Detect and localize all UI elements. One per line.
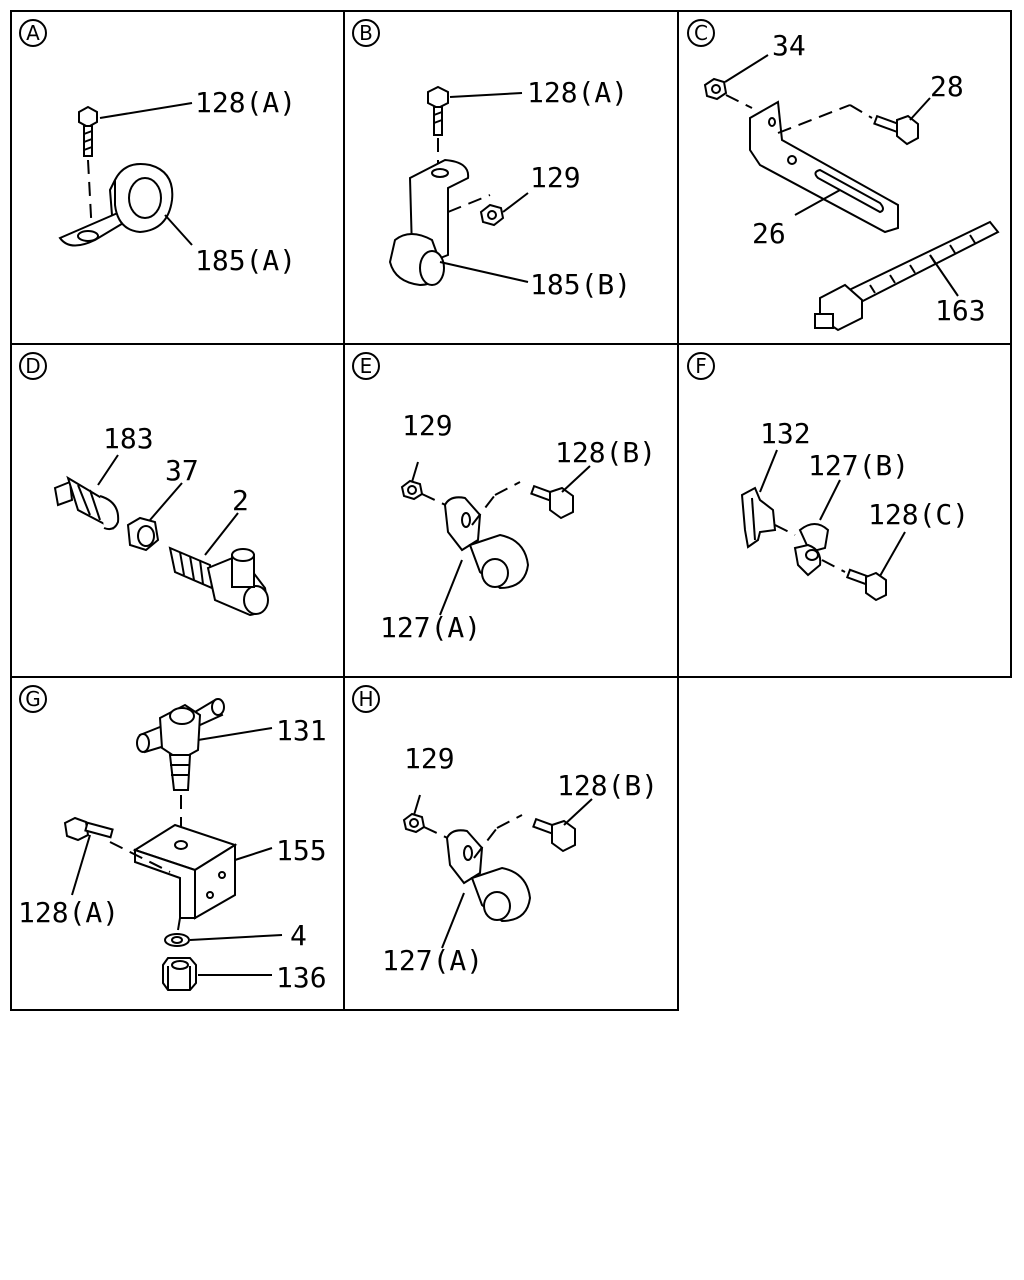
label-26: 26 bbox=[752, 217, 786, 250]
label-127a: 127(A) bbox=[382, 944, 483, 977]
label-128b: 128(B) bbox=[557, 769, 658, 802]
label-136: 136 bbox=[276, 961, 327, 994]
label-2: 2 bbox=[232, 484, 249, 517]
label-132: 132 bbox=[760, 417, 811, 450]
panel-h-id: H bbox=[358, 687, 373, 711]
label-28: 28 bbox=[930, 70, 964, 103]
nut-129-drawing bbox=[479, 203, 505, 227]
label-129: 129 bbox=[530, 161, 581, 194]
nut-129-drawing bbox=[402, 812, 426, 834]
clamp-185a-drawing bbox=[58, 163, 174, 247]
panel-f-marker: F bbox=[687, 352, 715, 380]
label-185b: 185(B) bbox=[530, 268, 631, 301]
clamp-127b-drawing bbox=[793, 523, 830, 577]
label-127a: 127(A) bbox=[380, 611, 481, 644]
label-128a: 128(A) bbox=[18, 896, 119, 929]
panel-h: H 129 128(B) 127(A) bbox=[352, 685, 658, 977]
nut-136-drawing bbox=[162, 957, 197, 991]
label-37: 37 bbox=[165, 454, 199, 487]
panel-d-id: D bbox=[25, 354, 40, 378]
tee-fitting-131-drawing bbox=[136, 698, 225, 791]
label-129: 129 bbox=[402, 409, 453, 442]
bracket-155-drawing bbox=[132, 823, 238, 920]
label-128a: 128(A) bbox=[527, 76, 628, 109]
bolt-128b-drawing bbox=[532, 817, 576, 853]
panel-c-marker: C bbox=[687, 19, 715, 47]
panel-b-id: B bbox=[359, 21, 373, 45]
panel-g-marker: G bbox=[19, 685, 47, 713]
panel-h-marker: H bbox=[352, 685, 380, 713]
panel-g: G bbox=[18, 685, 327, 994]
panel-e: E 129 128(B) 127(A) bbox=[352, 352, 656, 644]
bolt-128a-drawing bbox=[427, 85, 449, 136]
label-4: 4 bbox=[290, 919, 307, 952]
nut-34-drawing bbox=[703, 77, 728, 101]
panel-grid bbox=[10, 10, 1012, 1011]
panel-e-id: E bbox=[360, 354, 373, 378]
clamp-127a-drawing bbox=[445, 829, 532, 923]
fitting-183-drawing bbox=[53, 475, 120, 531]
label-128b: 128(B) bbox=[555, 436, 656, 469]
panel-d-marker: D bbox=[19, 352, 47, 380]
bolt-128a-drawing bbox=[78, 105, 98, 157]
label-128c: 128(C) bbox=[868, 498, 969, 531]
label-163: 163 bbox=[935, 294, 986, 327]
nut-129-drawing bbox=[400, 479, 424, 501]
panel-a-marker: A bbox=[19, 19, 47, 47]
label-127b: 127(B) bbox=[808, 449, 909, 482]
washer-4-drawing bbox=[164, 933, 190, 947]
cable-tie-163-drawing bbox=[814, 220, 1000, 332]
nut-37-drawing bbox=[126, 516, 160, 552]
bolt-128a-drawing bbox=[63, 816, 114, 842]
panel-f: F 132 127(B) 128(C) bbox=[687, 352, 969, 602]
bracket-26-drawing bbox=[749, 100, 899, 234]
bolt-128b-drawing bbox=[530, 484, 574, 520]
panel-e-marker: E bbox=[352, 352, 380, 380]
label-34: 34 bbox=[772, 29, 806, 62]
panel-b: B 128(A) 129 185(B) bbox=[352, 19, 631, 301]
label-183: 183 bbox=[103, 422, 154, 455]
panel-d: D 183 37 2 bbox=[19, 352, 269, 617]
panel-c-id: C bbox=[694, 21, 708, 45]
label-128a: 128(A) bbox=[195, 86, 296, 119]
label-131: 131 bbox=[276, 714, 327, 747]
panel-a: A 128(A) 185(A) bbox=[19, 19, 296, 277]
panel-c: C bbox=[687, 19, 1000, 332]
clip-132-drawing bbox=[740, 486, 777, 549]
panel-a-id: A bbox=[26, 21, 40, 45]
panel-g-id: G bbox=[25, 687, 41, 711]
panel-f-id: F bbox=[695, 354, 707, 378]
clamp-127a-drawing bbox=[443, 496, 530, 590]
elbow-2-drawing bbox=[168, 546, 269, 617]
panel-b-marker: B bbox=[352, 19, 380, 47]
bolt-128c-drawing bbox=[845, 568, 887, 602]
bolt-28-drawing bbox=[873, 114, 919, 146]
label-129: 129 bbox=[404, 742, 455, 775]
clamp-185b-drawing bbox=[388, 158, 470, 287]
label-185a: 185(A) bbox=[195, 244, 296, 277]
label-155: 155 bbox=[276, 834, 327, 867]
